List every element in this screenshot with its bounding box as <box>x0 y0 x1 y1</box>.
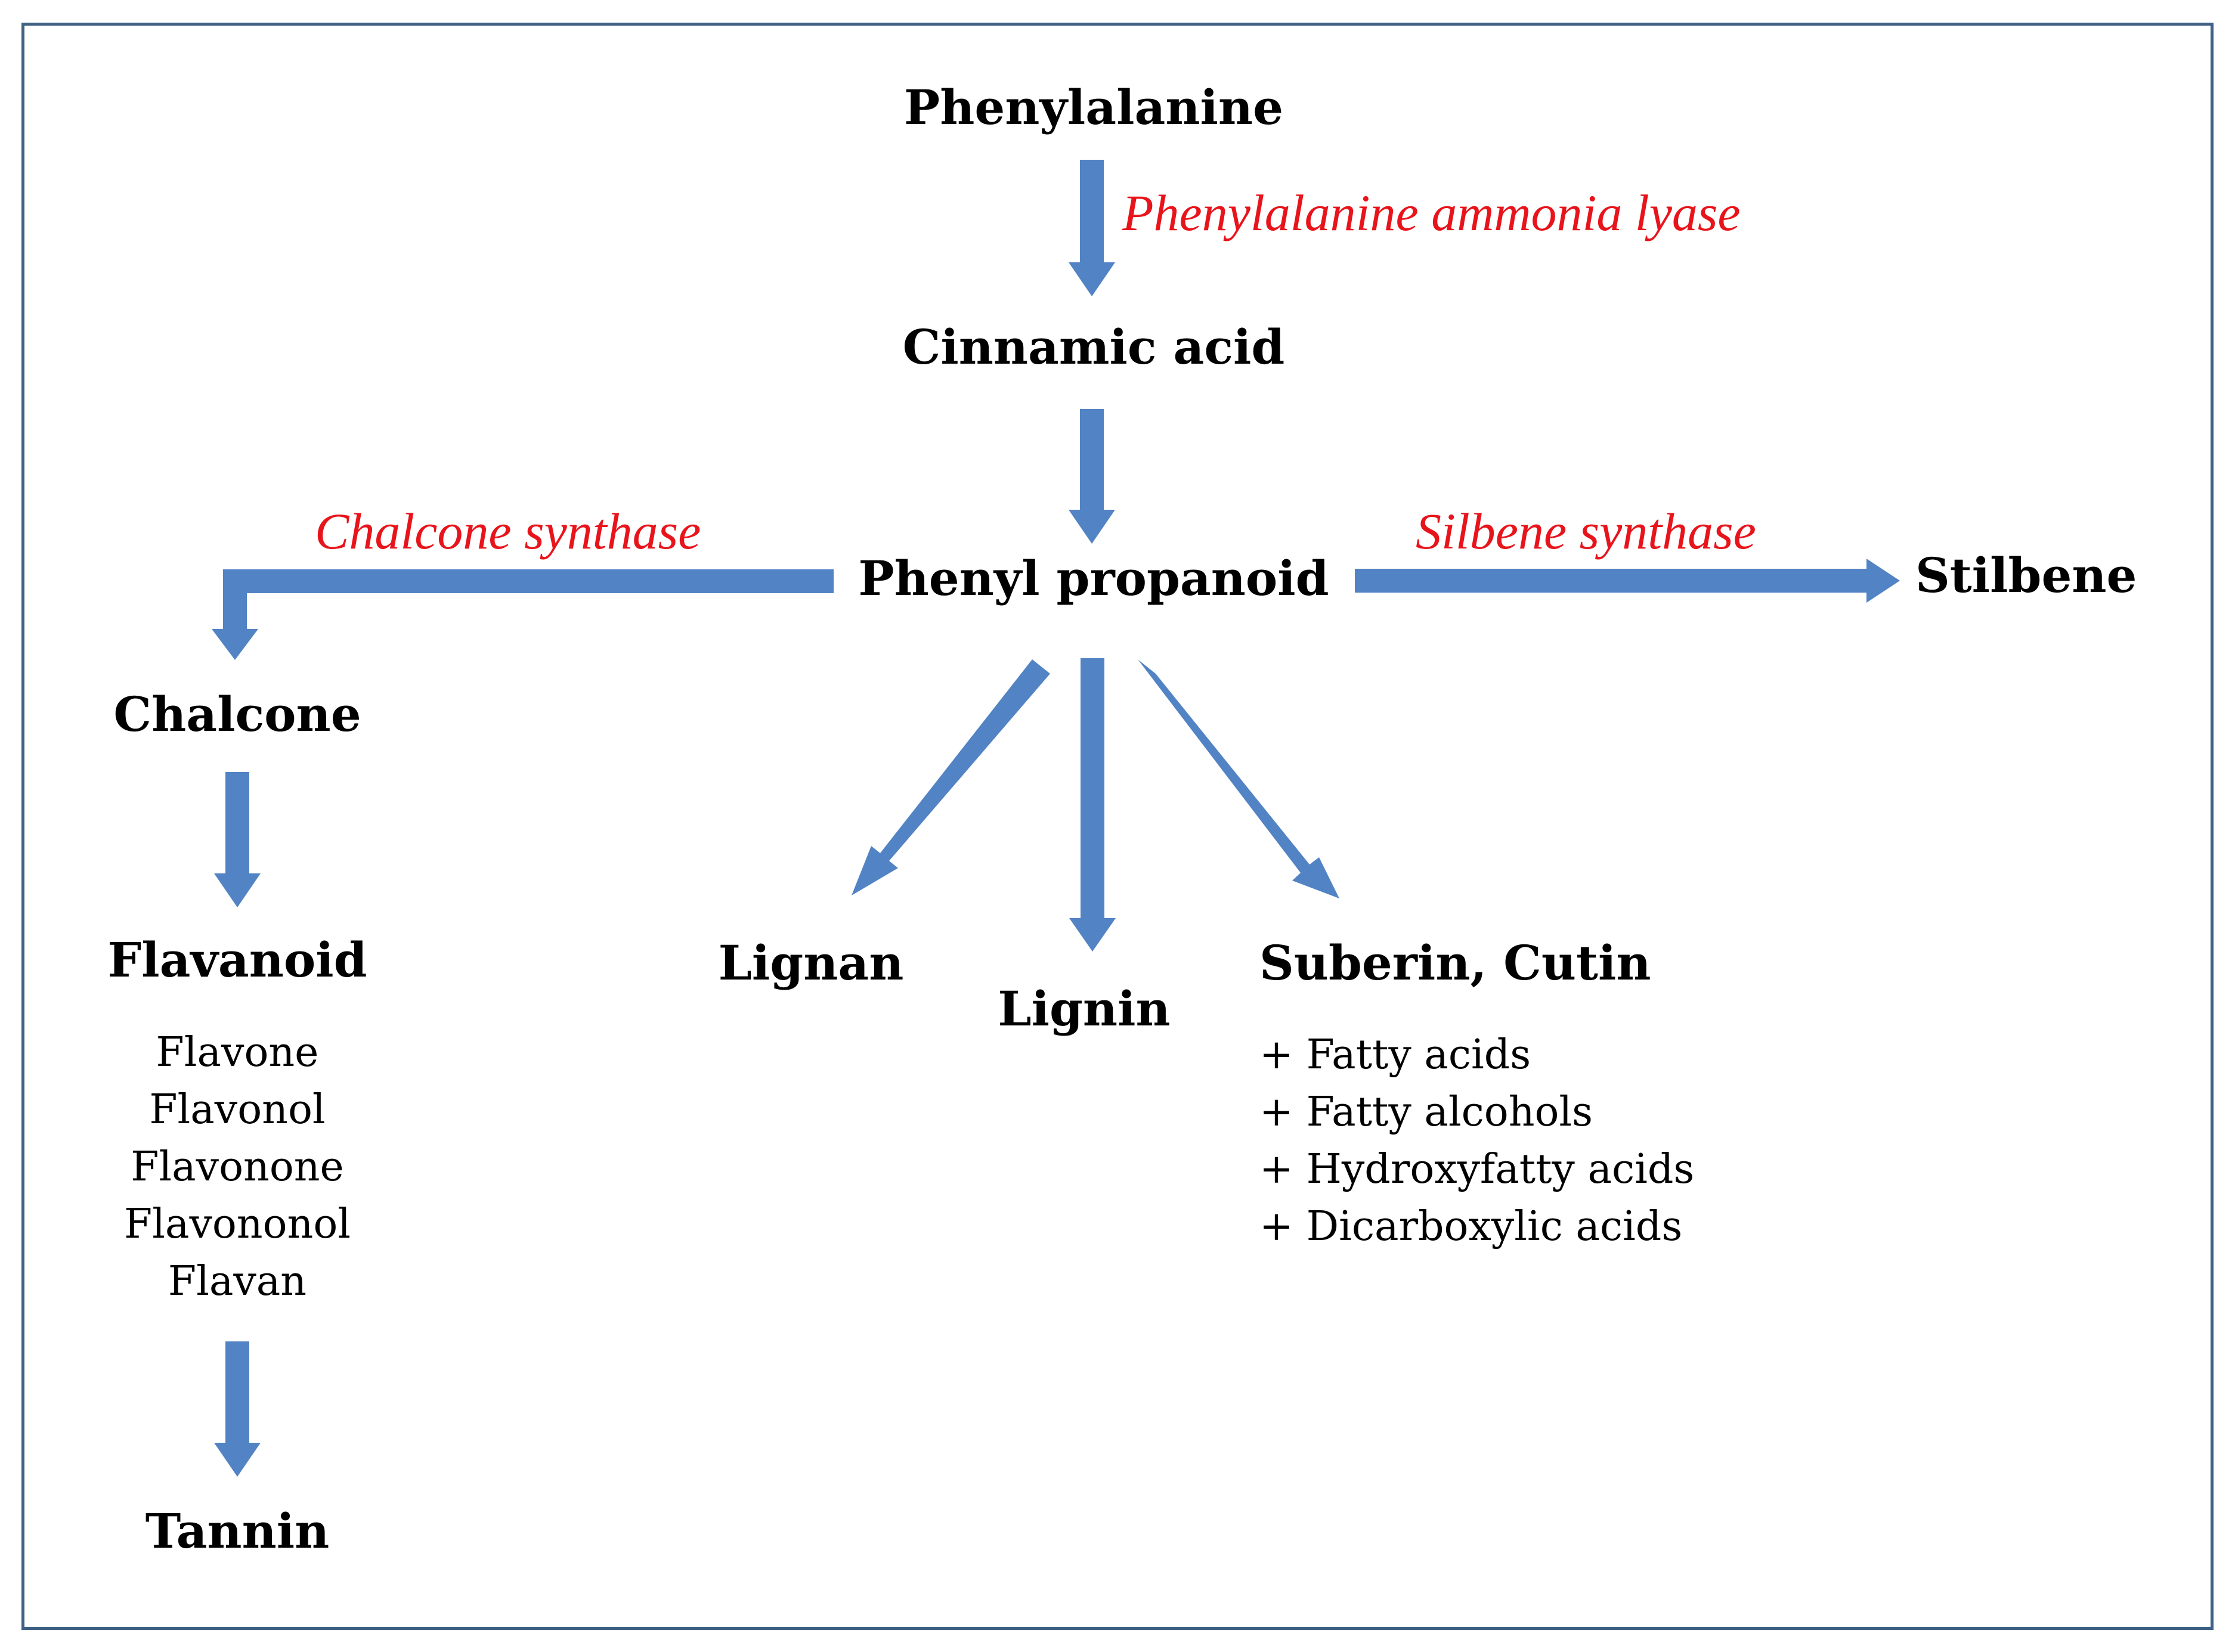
node-suberin-cutin: Suberin, Cutin <box>1259 935 1651 991</box>
node-phenyl-propanoid: Phenyl propanoid <box>858 550 1329 606</box>
node-chalcone: Chalcone <box>113 686 361 742</box>
enzyme-pal: Phenylalanine ammonia lyase <box>1122 184 1741 241</box>
suberin-components-list: + Fatty acids + Fatty alcohols + Hydroxy… <box>1259 1027 1694 1256</box>
node-cinnamic-acid: Cinnamic acid <box>902 319 1285 375</box>
node-flavanoid: Flavanoid <box>107 932 367 988</box>
suberin-component: + Dicarboxylic acids <box>1259 1203 1683 1250</box>
arrow-propanoid-to-chalcone <box>212 569 834 660</box>
arrow-cinnamic-to-propanoid <box>1069 409 1115 544</box>
enzyme-silbene-synthase: Silbene synthase <box>1416 503 1756 560</box>
diagram-frame <box>21 23 2214 1630</box>
node-lignan: Lignan <box>718 935 904 991</box>
arrow-chalcone-to-flavanoid <box>214 772 261 907</box>
node-phenylalanine: Phenylalanine <box>904 79 1283 135</box>
flavanoid-types-list: Flavone Flavonol Flavonone Flavononol Fl… <box>124 1024 351 1310</box>
flavanoid-type: Flavone <box>156 1029 319 1076</box>
suberin-component: + Fatty alcohols <box>1259 1089 1593 1136</box>
node-lignin: Lignin <box>998 981 1171 1037</box>
node-stilbene: Stilbene <box>1915 547 2137 603</box>
arrow-propanoid-to-stilbene <box>1355 559 1900 603</box>
arrow-propanoid-to-lignan <box>852 659 1050 895</box>
flavanoid-type: Flavonol <box>149 1086 326 1133</box>
node-tannin: Tannin <box>145 1503 330 1559</box>
arrow-phenylalanine-to-cinnamic <box>1069 160 1115 296</box>
enzyme-chalcone-synthase: Chalcone synthase <box>315 503 701 560</box>
suberin-component: + Fatty acids <box>1259 1031 1531 1078</box>
arrow-propanoid-to-suberin <box>1138 659 1339 898</box>
arrow-propanoid-to-lignin <box>1069 658 1116 951</box>
suberin-component: + Hydroxyfatty acids <box>1259 1146 1695 1193</box>
flavanoid-type: Flavan <box>168 1258 307 1305</box>
arrow-flavanoid-to-tannin <box>214 1341 261 1477</box>
flavanoid-type: Flavonone <box>131 1143 344 1191</box>
flavanoid-type: Flavononol <box>123 1201 351 1248</box>
